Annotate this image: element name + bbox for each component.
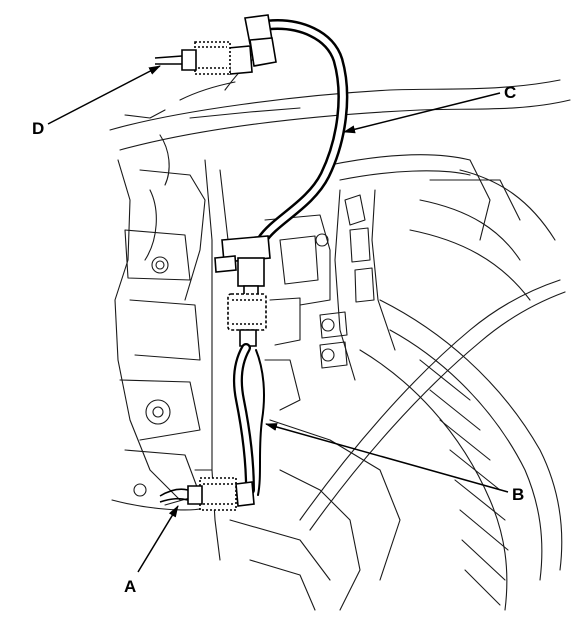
callout-label-c: C [504,83,516,102]
upper-connector-d [154,14,277,75]
leader-c [343,92,501,134]
hose-b [233,343,265,496]
center-valve-assembly [214,235,271,347]
leader-a [137,505,179,573]
callout-label-a: A [124,577,136,596]
callout-leaders [47,65,509,573]
lower-connector-a [159,477,255,511]
leader-b [265,423,509,493]
callout-label-d: D [32,119,44,138]
leader-d [47,65,161,125]
hose-c [256,19,349,246]
callout-label-b: B [512,485,524,504]
